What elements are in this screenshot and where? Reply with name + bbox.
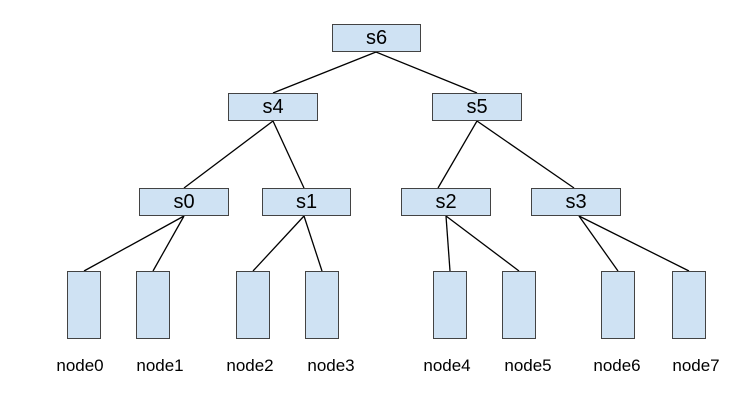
switch-s2: s2 — [401, 188, 491, 216]
edge-s1-node3 — [303, 215, 323, 272]
node-label-4: node4 — [423, 356, 471, 375]
node-box-0 — [67, 271, 101, 339]
edge-s2-node4 — [445, 215, 451, 272]
node-label-0: node0 — [56, 356, 104, 375]
edge-s4-s1 — [272, 120, 305, 189]
edge-s3-node6 — [578, 215, 619, 272]
edge-s5-s3 — [476, 120, 575, 189]
edge-s4-s0 — [183, 120, 274, 189]
edge-s2-node5 — [445, 215, 520, 272]
node-box-1 — [136, 271, 170, 339]
node-label-1: node1 — [136, 356, 184, 375]
edge-s0-node1 — [152, 215, 185, 272]
node-label-2: node2 — [226, 356, 274, 375]
switch-s4: s4 — [228, 93, 318, 121]
node-box-6 — [601, 271, 635, 339]
switch-s2-label: s2 — [435, 190, 457, 213]
node-box-7 — [672, 271, 706, 339]
node-label-7: node7 — [672, 356, 720, 375]
edge-s1-node2 — [252, 215, 305, 272]
switch-s3-label: s3 — [565, 190, 587, 213]
switch-s3: s3 — [531, 188, 621, 216]
switch-s0: s0 — [139, 188, 229, 216]
node-box-4 — [433, 271, 467, 339]
switch-s1-label: s1 — [295, 190, 318, 213]
switch-s1: s1 — [262, 188, 351, 216]
switch-s6-label: s6 — [365, 26, 388, 49]
node-box-2 — [236, 271, 270, 339]
switch-s0-label: s0 — [173, 190, 195, 213]
edge-s5-s2 — [437, 120, 478, 189]
switch-s4-label: s4 — [262, 95, 284, 118]
node-label-6: node6 — [593, 356, 641, 375]
switch-s5: s5 — [432, 93, 522, 121]
edge-s0-node0 — [83, 215, 185, 272]
edge-s6-s4 — [272, 51, 377, 94]
edge-s6-s5 — [375, 51, 478, 94]
node-label-3: node3 — [307, 356, 355, 375]
node-box-3 — [305, 271, 339, 339]
switch-s6: s6 — [332, 24, 421, 52]
node-box-5 — [502, 271, 536, 339]
node-label-5: node5 — [504, 356, 552, 375]
edge-s3-node7 — [578, 215, 690, 272]
switch-s5-label: s5 — [466, 95, 488, 118]
